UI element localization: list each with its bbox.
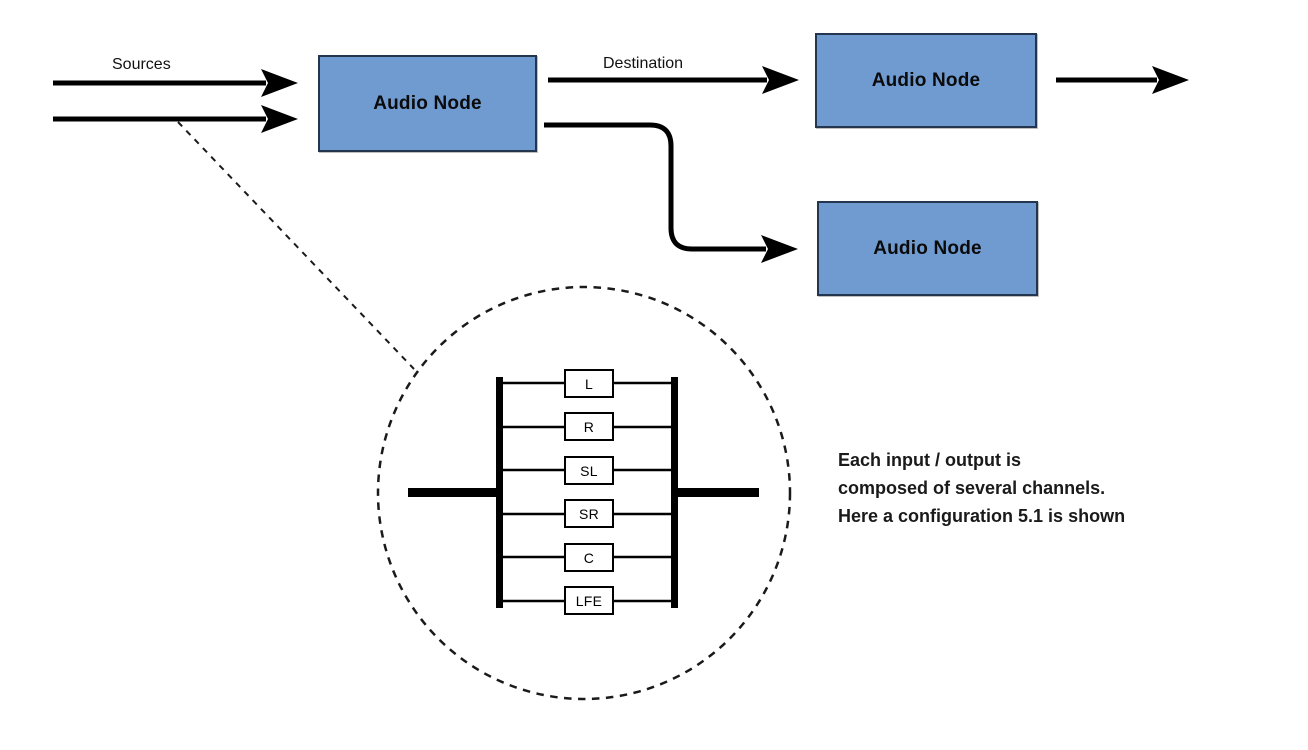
- channel-box-sl: SL: [564, 456, 614, 485]
- destination-arrow: [548, 66, 799, 94]
- channel-box-sr: SR: [564, 499, 614, 528]
- branch-arrow: [544, 122, 798, 263]
- channel-output-wire: [678, 488, 759, 497]
- channel-box-l: L: [564, 369, 614, 398]
- audio-node-3: Audio Node: [817, 201, 1038, 296]
- audio-node-1: Audio Node: [318, 55, 537, 152]
- channel-label-c: C: [583, 549, 595, 566]
- caption-line-3: Here a configuration 5.1 is shown: [838, 506, 1126, 526]
- channel-box-lfe: LFE: [564, 586, 614, 615]
- caption-line-1: Each input / output is: [838, 450, 1021, 470]
- channel-box-r: R: [564, 412, 614, 441]
- channel-label-l: L: [584, 375, 594, 392]
- magnifier-circle: [376, 285, 792, 701]
- audio-node-2: Audio Node: [815, 33, 1037, 128]
- sources-label: Sources: [112, 56, 171, 73]
- source-arrow-bottom: [53, 105, 298, 133]
- channel-bus-right: [671, 377, 678, 608]
- channel-box-c: C: [564, 543, 614, 572]
- channel-label-r: R: [583, 418, 595, 435]
- audio-node-2-label: Audio Node: [871, 69, 981, 91]
- channel-input-wire: [408, 488, 503, 497]
- caption-line-2: composed of several channels.: [838, 478, 1106, 498]
- audio-node-3-label: Audio Node: [873, 237, 982, 259]
- channel-label-sr: SR: [578, 505, 600, 522]
- output-arrow: [1056, 66, 1189, 94]
- channel-label-sl: SL: [580, 462, 598, 479]
- channel-label-lfe: LFE: [575, 592, 603, 609]
- source-arrow-top: [53, 69, 298, 97]
- destination-label: Destination: [603, 55, 684, 72]
- zoom-leader-line: [177, 121, 415, 370]
- audio-node-1-label: Audio Node: [373, 92, 482, 114]
- caption: Each input / output is composed of sever…: [838, 446, 1125, 530]
- channel-bus-left: [496, 377, 503, 608]
